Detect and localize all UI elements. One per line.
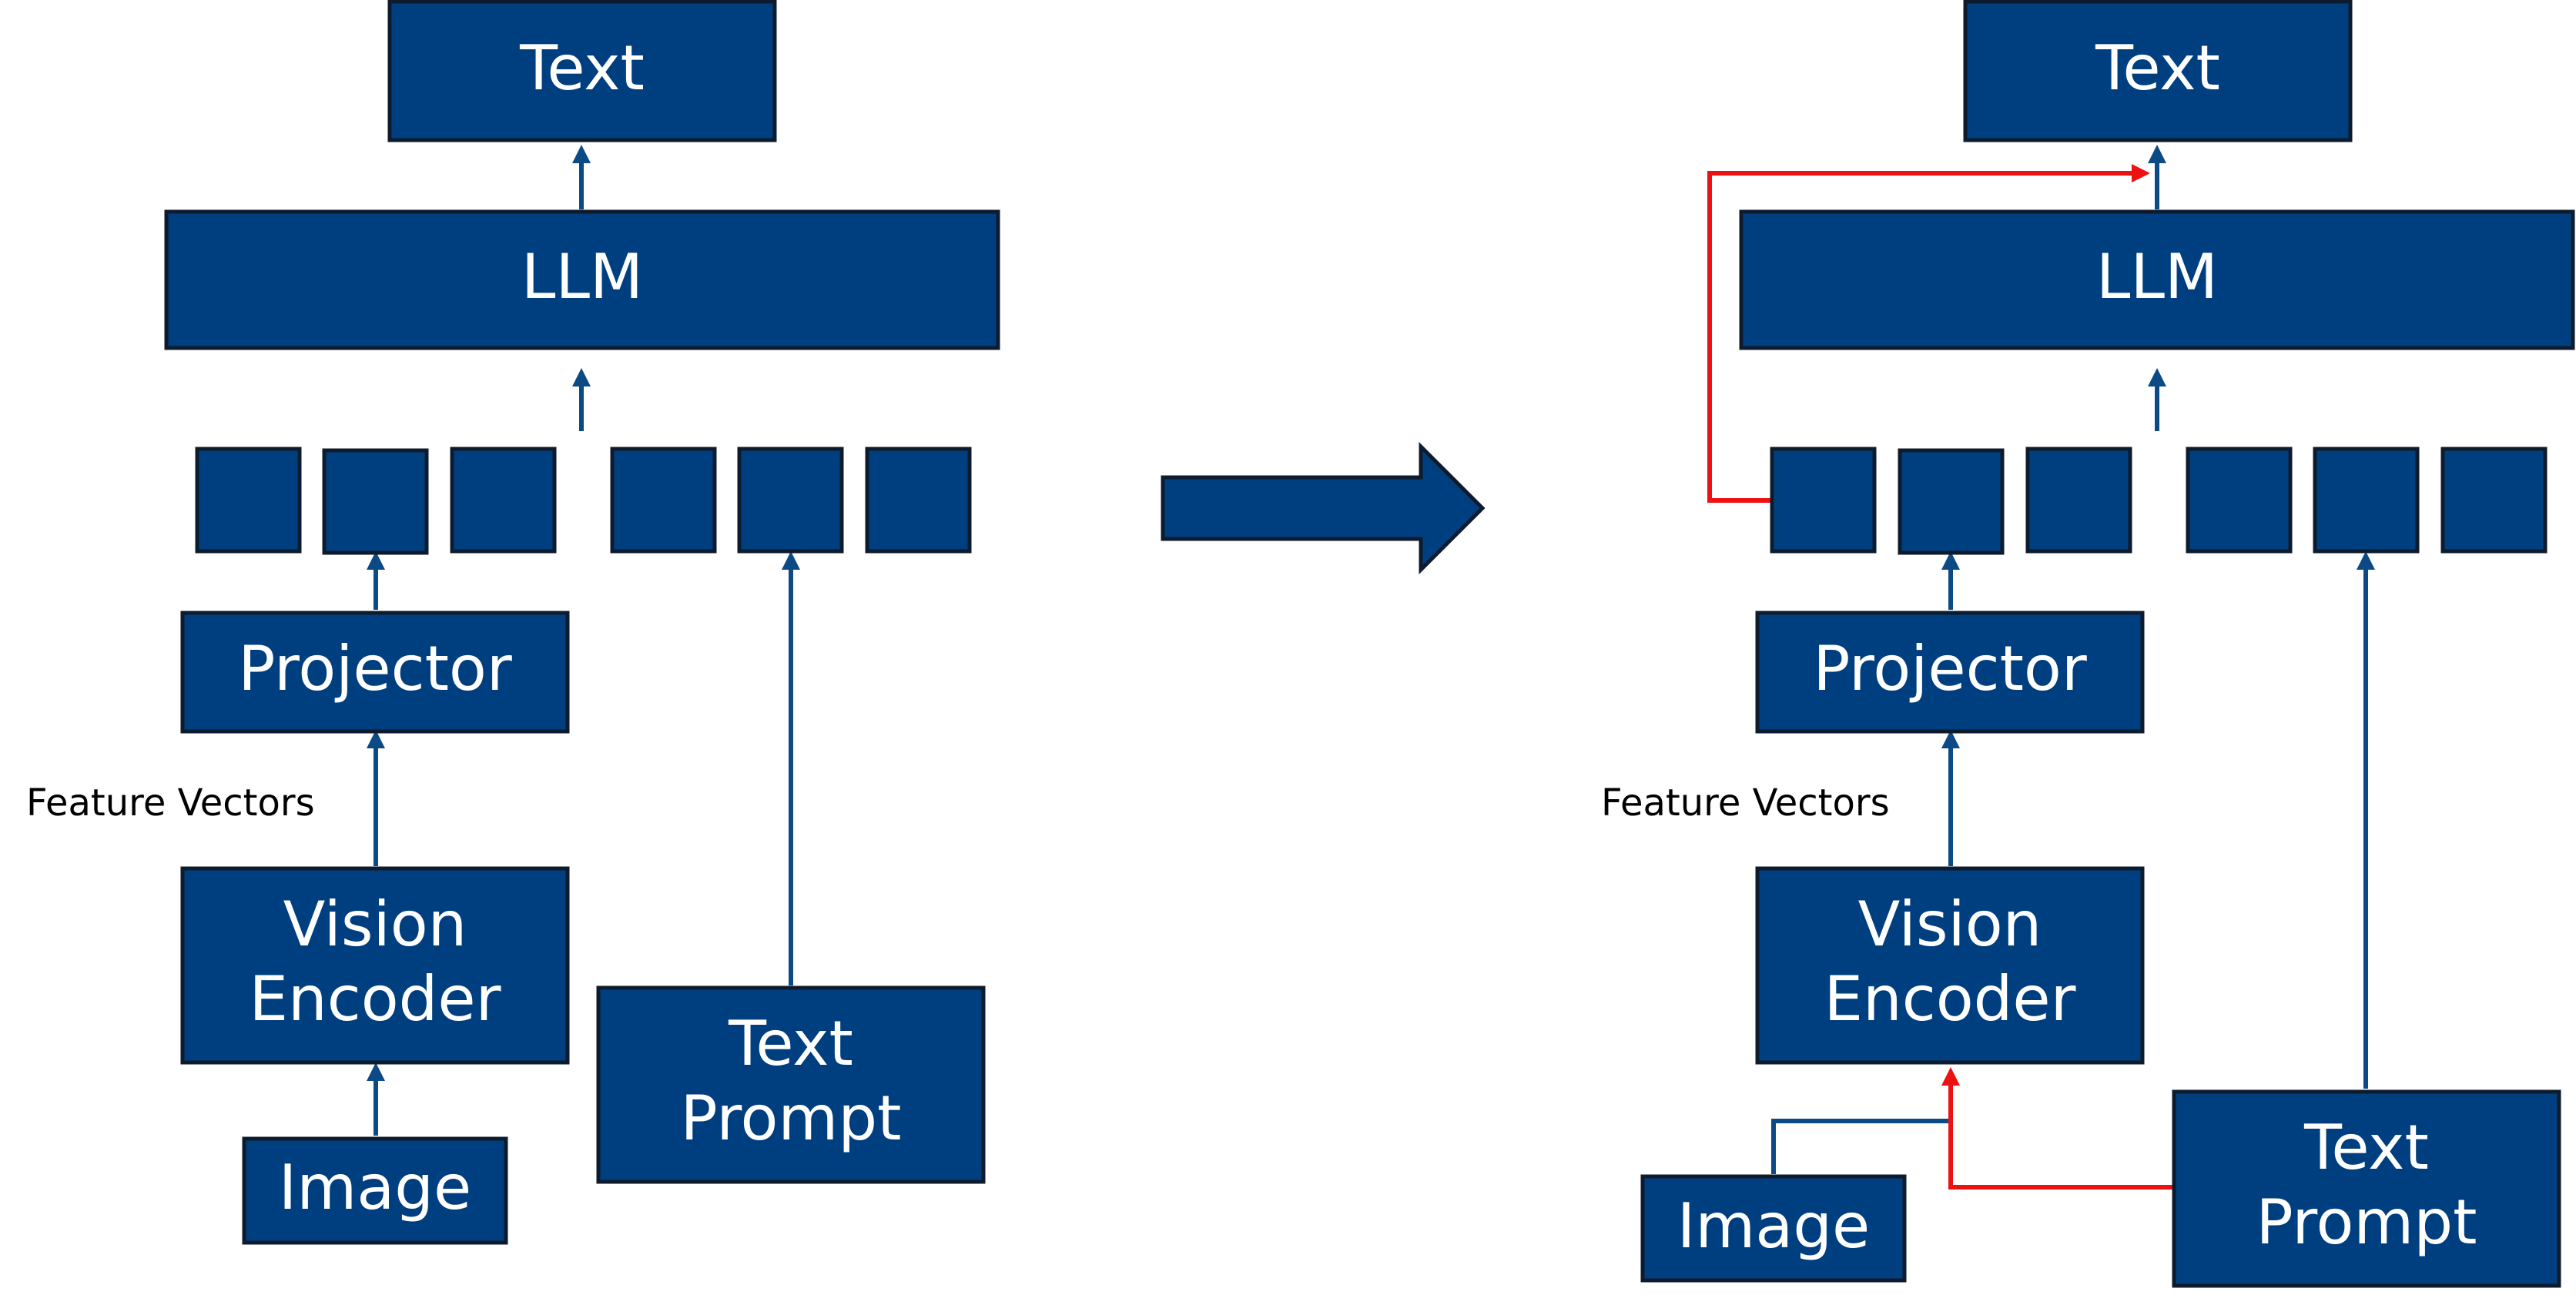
projector-box bbox=[180, 611, 570, 734]
text-token bbox=[737, 447, 844, 554]
prompt-to-encoder-connection bbox=[1941, 1067, 2173, 1190]
vision-encoder-label-line2: Encoder bbox=[1824, 963, 2075, 1035]
text-prompt-box bbox=[2172, 1089, 2561, 1288]
visual-token bbox=[1898, 448, 2005, 555]
output-text-box bbox=[387, 0, 777, 142]
image-label: Image bbox=[1677, 1190, 1871, 1262]
text-token bbox=[2440, 447, 2548, 554]
visual-token bbox=[322, 448, 429, 555]
llm-label: LLM bbox=[2096, 241, 2218, 313]
image-label: Image bbox=[279, 1152, 472, 1223]
text-prompt-label-line2: Prompt bbox=[2256, 1186, 2477, 1258]
text-token bbox=[2186, 447, 2293, 554]
visual-token bbox=[2025, 447, 2132, 554]
visual-token bbox=[195, 447, 302, 554]
projector-label: Projector bbox=[1813, 633, 2087, 704]
vision-encoder-label-line2: Encoder bbox=[249, 963, 501, 1035]
output-text-label: Text bbox=[519, 32, 645, 104]
visual-token bbox=[1770, 447, 1877, 554]
projector-box bbox=[1755, 611, 2145, 734]
transition-arrow bbox=[1161, 441, 1486, 575]
text-token bbox=[610, 447, 717, 554]
text-token bbox=[2313, 447, 2420, 554]
vision-encoder-label-line1: Vision bbox=[283, 888, 467, 960]
skip-connection-token-to-output bbox=[1707, 164, 2150, 503]
vision-encoder-label-line1: Vision bbox=[1858, 888, 2042, 960]
vision-encoder-box bbox=[1755, 866, 2145, 1065]
feature-vectors-label: Feature Vectors bbox=[1601, 781, 1890, 825]
text-prompt-label-line1: Text bbox=[728, 1008, 853, 1079]
text-prompt-box bbox=[596, 985, 986, 1184]
vision-encoder-box bbox=[180, 866, 570, 1065]
image-box bbox=[242, 1136, 508, 1245]
left-panel: Text LLM Projector Feature Vectors Visio… bbox=[26, 0, 1000, 1245]
output-text-box bbox=[1963, 0, 2353, 142]
text-prompt-label-line1: Text bbox=[2303, 1112, 2429, 1183]
image-box bbox=[1640, 1174, 1907, 1283]
llm-label: LLM bbox=[521, 241, 643, 313]
feature-vectors-label: Feature Vectors bbox=[26, 781, 315, 825]
right-panel: Text LLM Projector Feature Vectors Visio… bbox=[1601, 0, 2575, 1288]
connector-image-to-encoder-line bbox=[1771, 1119, 1951, 1174]
llm-box bbox=[164, 209, 1000, 350]
visual-token bbox=[450, 447, 557, 554]
text-prompt-label-line2: Prompt bbox=[681, 1082, 902, 1154]
projector-label: Projector bbox=[238, 633, 512, 704]
llm-box bbox=[1739, 209, 2575, 350]
text-token bbox=[865, 447, 972, 554]
output-text-label: Text bbox=[2095, 32, 2220, 104]
